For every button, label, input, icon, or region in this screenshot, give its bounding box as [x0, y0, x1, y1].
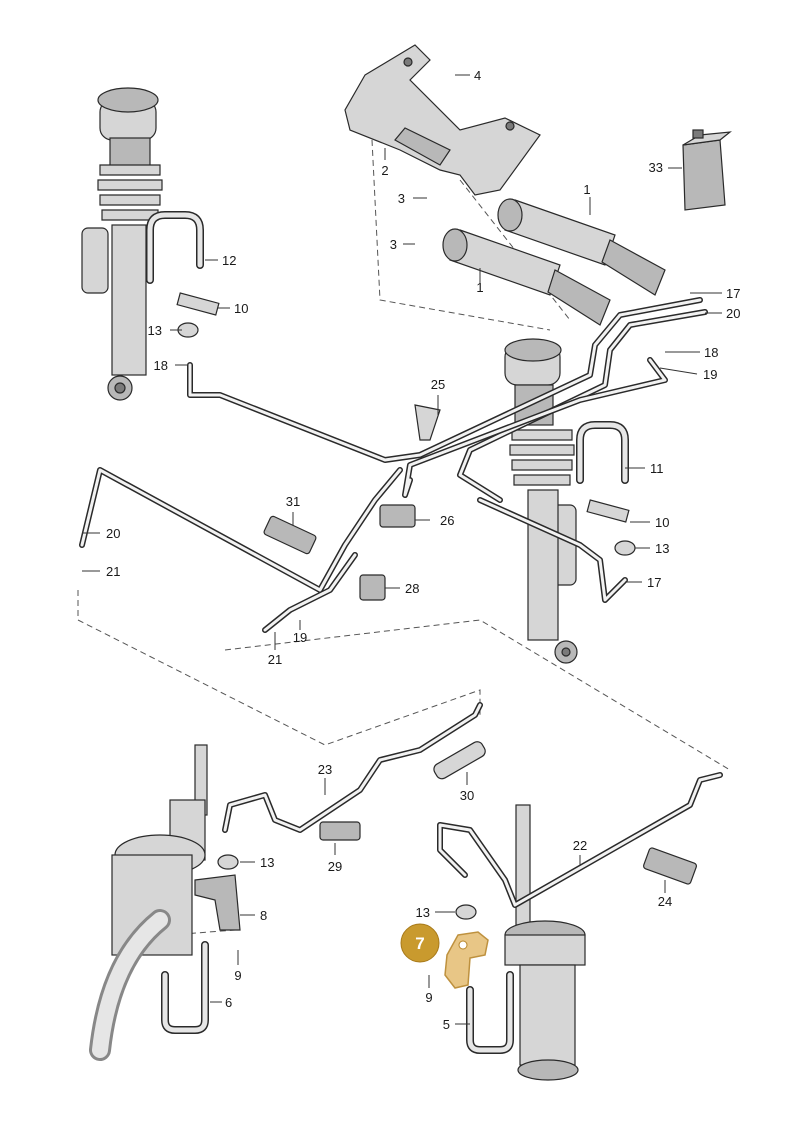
callout-10a[interactable]: 10	[234, 301, 248, 316]
callout-20a[interactable]: 20	[726, 306, 740, 321]
callout-33[interactable]: 33	[649, 160, 663, 175]
callout-4[interactable]: 4	[474, 68, 481, 83]
callout-18a[interactable]: 18	[704, 345, 718, 360]
fluid-container	[682, 129, 732, 211]
strut-front-left	[89, 744, 208, 1061]
callout-18b[interactable]: 18	[154, 358, 168, 373]
pipe-network	[79, 211, 723, 1054]
callout-19a[interactable]: 19	[703, 367, 717, 382]
highlighted-part-7[interactable]	[444, 931, 489, 989]
callout-25[interactable]: 25	[431, 377, 445, 392]
strut-front-right	[504, 804, 586, 1081]
accumulator-lower	[442, 228, 611, 326]
callout-labels: 1 1 2 3 3 4 5 6 7 8 9 9 10 10 11 12 13 1…	[106, 68, 740, 1032]
callout-8[interactable]: 8	[260, 908, 267, 923]
callout-1b[interactable]: 1	[476, 280, 483, 295]
callout-2[interactable]: 2	[381, 163, 388, 178]
callout-29[interactable]: 29	[328, 859, 342, 874]
callout-3a[interactable]: 3	[398, 191, 405, 206]
callout-28[interactable]: 28	[405, 581, 419, 596]
callout-22[interactable]: 22	[573, 838, 587, 853]
strut-rear-right	[504, 338, 578, 664]
callout-13c[interactable]: 13	[260, 855, 274, 870]
callout-26[interactable]: 26	[440, 513, 454, 528]
callout-12[interactable]: 12	[222, 253, 236, 268]
accumulator-upper	[497, 198, 666, 296]
callout-9a[interactable]: 9	[234, 968, 241, 983]
callout-1a[interactable]: 1	[583, 182, 590, 197]
leader-lines	[82, 74, 722, 1025]
highlight-badge[interactable]	[400, 923, 440, 963]
callout-11[interactable]: 11	[650, 461, 664, 476]
callout-24[interactable]: 24	[658, 894, 672, 909]
callout-5[interactable]: 5	[443, 1017, 450, 1032]
callout-20b[interactable]: 20	[106, 526, 120, 541]
callout-6[interactable]: 6	[225, 995, 232, 1010]
callout-9b[interactable]: 9	[425, 990, 432, 1005]
callout-30[interactable]: 30	[460, 788, 474, 803]
callout-31[interactable]: 31	[286, 494, 300, 509]
callout-13a[interactable]: 13	[148, 323, 162, 338]
callout-17a[interactable]: 17	[726, 286, 740, 301]
strut-rear-left	[81, 87, 163, 401]
callout-21a[interactable]: 21	[106, 564, 120, 579]
callout-7[interactable]: 7	[415, 934, 424, 953]
callout-10b[interactable]: 10	[655, 515, 669, 530]
callout-13b[interactable]: 13	[655, 541, 669, 556]
callout-3b[interactable]: 3	[390, 237, 397, 252]
hose-clips	[176, 292, 698, 931]
callout-23[interactable]: 23	[318, 762, 332, 777]
mounting-bracket	[344, 44, 541, 196]
callout-17b[interactable]: 17	[647, 575, 661, 590]
callout-21b[interactable]: 21	[268, 652, 282, 667]
callout-13d[interactable]: 13	[416, 905, 430, 920]
callout-19b[interactable]: 19	[293, 630, 307, 645]
